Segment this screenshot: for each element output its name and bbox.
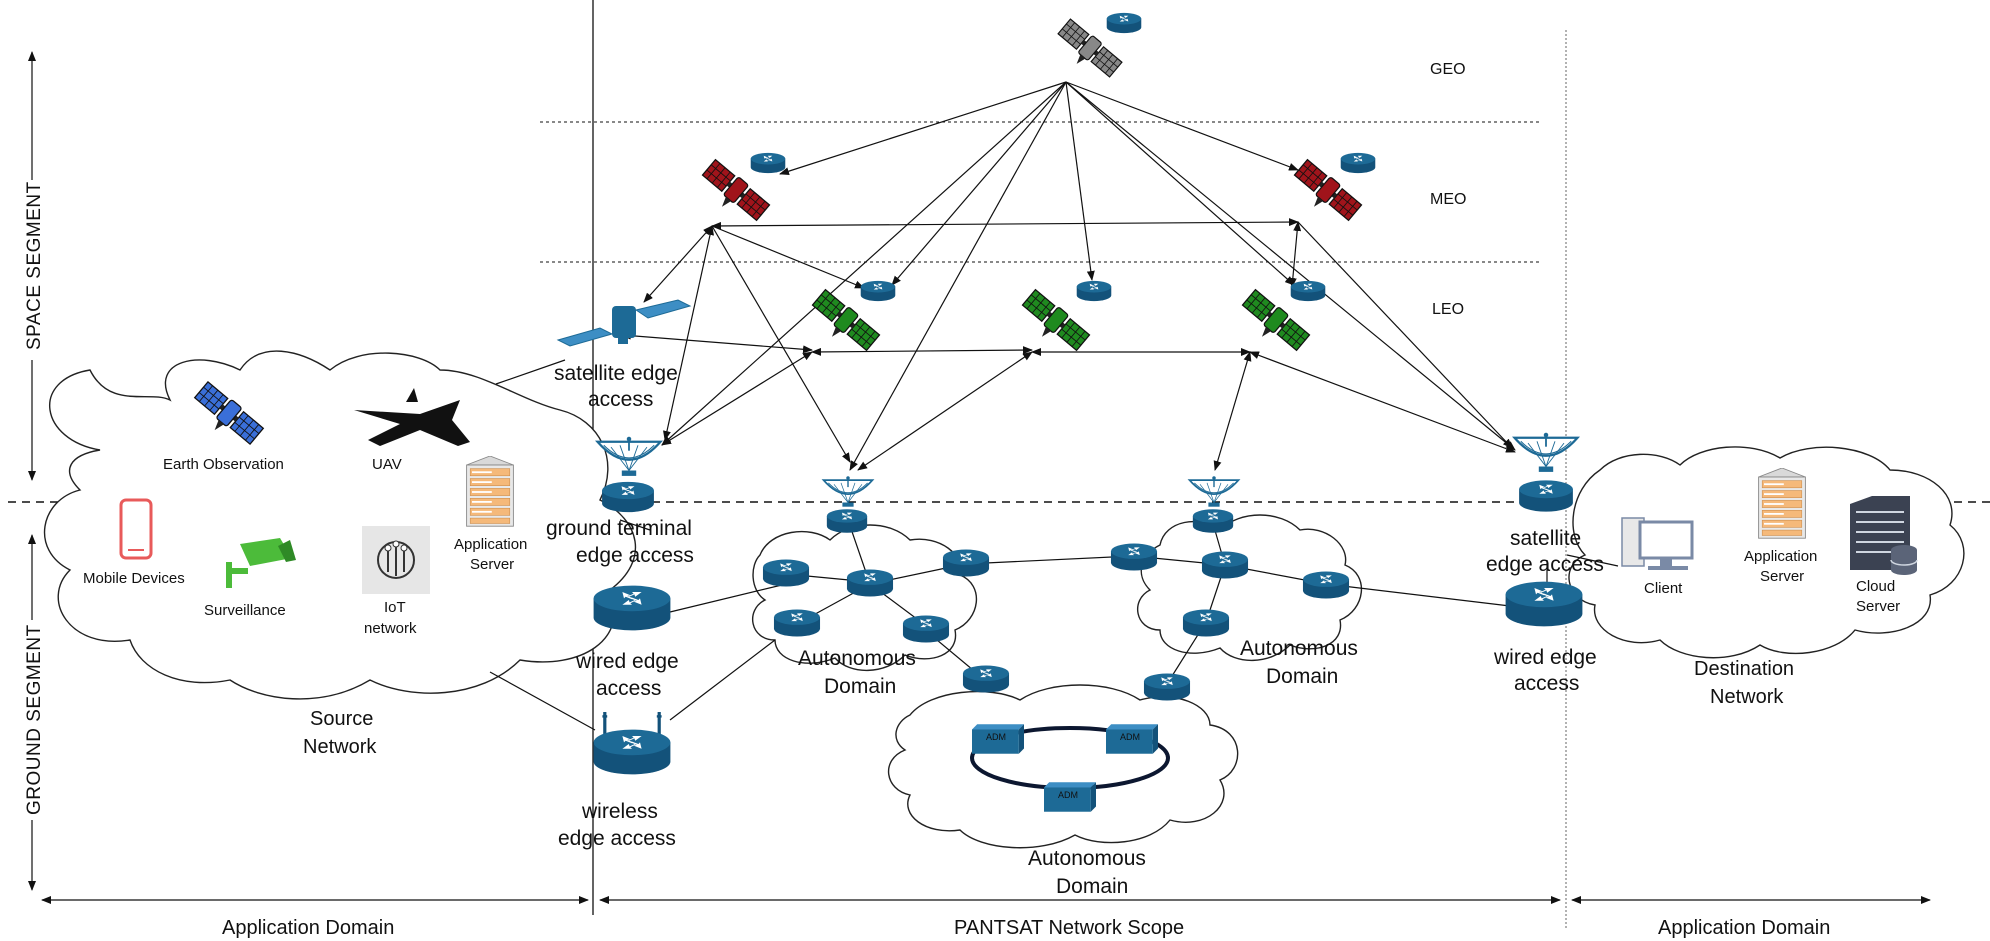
right-domain-label-1: Autonomous: [1240, 637, 1358, 660]
client-label: Client: [1644, 580, 1683, 597]
left-domain-router-f: [962, 665, 1010, 693]
wireless-edge-label-1: wireless: [581, 800, 658, 823]
dest-wired-label-2: access: [1514, 672, 1579, 695]
uav-icon: [354, 388, 470, 446]
satellite-edge-access-label-1: satellite edge: [554, 362, 678, 385]
iot-label-1: IoT: [384, 599, 406, 616]
left-domain-router-gateway: [826, 509, 868, 533]
right-domain-router-c: [1302, 571, 1350, 599]
space-segment-label: SPACE SEGMENT: [24, 181, 45, 350]
adm-node-left: ADM: [972, 724, 1024, 754]
ground-terminal-label-2: edge access: [576, 544, 694, 567]
destination-network-title-1: Destination: [1694, 658, 1794, 680]
source-app-server-label-1: Application: [454, 536, 527, 553]
satellite-edge-access-label-2: access: [588, 388, 653, 411]
source-app-server-label-2: Server: [470, 556, 514, 573]
dest-satellite-router-icon: [1519, 480, 1573, 512]
bottom-domain-cloud: [888, 684, 1239, 849]
right-domain-router-e: [1143, 673, 1191, 701]
right-app-domain-label: Application Domain: [1658, 917, 1830, 939]
mobile-devices-label: Mobile Devices: [83, 570, 185, 587]
adm-node-bottom: ADM: [1044, 782, 1096, 812]
left-domain-router-e: [902, 615, 950, 643]
dest-satellite-label-2: edge access: [1486, 553, 1604, 576]
meo-satellite-right: [1286, 152, 1376, 231]
dest-satellite-dish-icon: [1513, 431, 1579, 474]
bottom-domain-label-2: Domain: [1056, 875, 1128, 898]
dest-app-server-label-2: Server: [1760, 568, 1804, 585]
orbit-leo-label: LEO: [1432, 301, 1464, 318]
uav-label: UAV: [372, 456, 402, 473]
leo-satellite-2: [1014, 280, 1112, 361]
svg-text:ADM: ADM: [1058, 790, 1078, 800]
leo-satellite-1: [804, 280, 896, 361]
svg-text:ADM: ADM: [1120, 732, 1140, 742]
dest-satellite-label-1: satellite: [1510, 527, 1581, 550]
wired-edge-router-icon: [593, 585, 671, 631]
ground-terminal-router-icon: [602, 481, 654, 513]
space-links: [621, 81, 1516, 471]
bottom-domain-label-1: Autonomous: [1028, 847, 1146, 870]
cloud-server-label-1: Cloud: [1856, 578, 1895, 595]
wired-edge-label-2: access: [596, 677, 661, 700]
satellite-edge-access-icon: [556, 299, 692, 347]
client-computer-icon: [1621, 517, 1694, 570]
dest-wired-router-icon: [1505, 581, 1583, 627]
dest-app-server-label-1: Application: [1744, 548, 1817, 565]
source-network-cloud: [43, 350, 637, 700]
source-application-server-icon: [466, 456, 514, 527]
orbit-meo-label: MEO: [1430, 191, 1466, 208]
left-domain-router-c: [942, 549, 990, 577]
surveillance-label: Surveillance: [204, 602, 286, 619]
left-domain-router-a: [762, 559, 810, 587]
right-domain-router-d: [1182, 609, 1230, 637]
wired-edge-label-1: wired edge: [575, 650, 679, 673]
cloud-server-label-2: Server: [1856, 598, 1900, 615]
meo-satellite-left: [694, 152, 786, 231]
dest-wired-label-1: wired edge: [1493, 646, 1597, 669]
cloud-server-icon: [1850, 496, 1918, 575]
earth-observation-label: Earth Observation: [163, 456, 284, 473]
leo-satellite-3: [1234, 280, 1326, 361]
left-domain-router-b: [846, 569, 894, 597]
right-domain-label-2: Domain: [1266, 665, 1338, 688]
adm-node-right: ADM: [1106, 724, 1158, 754]
pantsat-scope-label: PANTSAT Network Scope: [954, 917, 1184, 939]
left-domain-label-2: Domain: [824, 675, 896, 698]
dest-application-server-icon: [1758, 468, 1806, 539]
wireless-edge-label-2: edge access: [558, 827, 676, 850]
ground-terminal-label-1: ground terminal: [546, 517, 692, 540]
source-network-title-2: Network: [303, 736, 377, 758]
orbit-geo-label: GEO: [1430, 61, 1466, 78]
geo-satellite: [1050, 12, 1142, 87]
wireless-edge-router-icon: [593, 712, 671, 775]
left-app-domain-label: Application Domain: [222, 917, 394, 939]
destination-network-title-2: Network: [1710, 686, 1784, 708]
iot-label-2: network: [364, 620, 417, 637]
left-domain-router-d: [773, 609, 821, 637]
source-network-title-1: Source: [310, 708, 373, 730]
iot-network-icon: [362, 526, 430, 594]
ground-segment-label: GROUND SEGMENT: [24, 624, 45, 815]
right-domain-router-gateway: [1192, 509, 1234, 533]
right-domain-router-b: [1201, 551, 1249, 579]
surveillance-camera-icon: [226, 538, 296, 588]
left-domain-label-1: Autonomous: [798, 647, 916, 670]
right-domain-router-a: [1110, 543, 1158, 571]
svg-text:ADM: ADM: [986, 732, 1006, 742]
mobile-device-icon: [119, 498, 153, 560]
